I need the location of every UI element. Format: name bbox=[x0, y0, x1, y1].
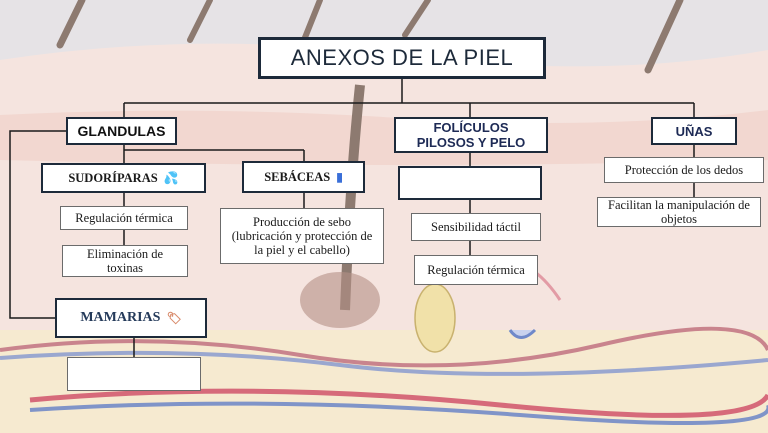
sudoriparas-item-thermal: Regulación térmica bbox=[60, 206, 188, 230]
unas-item-manipulation: Facilitan la manipulación de objetos bbox=[597, 197, 761, 227]
droplets-icon: 💦 bbox=[164, 171, 179, 186]
unas-node: UÑAS bbox=[651, 117, 737, 145]
bottle-icon: ▮ bbox=[336, 170, 343, 185]
tag-icon: 🏷 bbox=[166, 311, 181, 326]
foliculos-item-tactile: Sensibilidad táctil bbox=[411, 213, 541, 241]
sebaceas-label: SEBÁCEAS bbox=[264, 170, 330, 185]
foliculos-empty-box bbox=[398, 166, 542, 200]
unas-item-protection: Protección de los dedos bbox=[604, 157, 764, 183]
mamarias-node: MAMARIAS 🏷 bbox=[55, 298, 207, 338]
glandulas-node: GLANDULAS bbox=[66, 117, 177, 145]
sudoriparas-node: SUDORÍPARAS 💦 bbox=[41, 163, 206, 193]
sudoriparas-item-toxins: Eliminación de toxinas bbox=[62, 245, 188, 277]
page-title: ANEXOS DE LA PIEL bbox=[258, 37, 546, 79]
foliculos-item-thermal: Regulación térmica bbox=[414, 255, 538, 285]
mamarias-label: MAMARIAS bbox=[80, 310, 160, 326]
sebaceas-node: SEBÁCEAS ▮ bbox=[242, 161, 365, 193]
mamarias-empty-box bbox=[67, 357, 201, 391]
sudoriparas-label: SUDORÍPARAS bbox=[68, 171, 157, 186]
foliculos-node: FOLÍCULOS PILOSOS Y PELO bbox=[394, 117, 548, 153]
sebaceas-item-sebum: Producción de sebo (lubricación y protec… bbox=[220, 208, 384, 264]
